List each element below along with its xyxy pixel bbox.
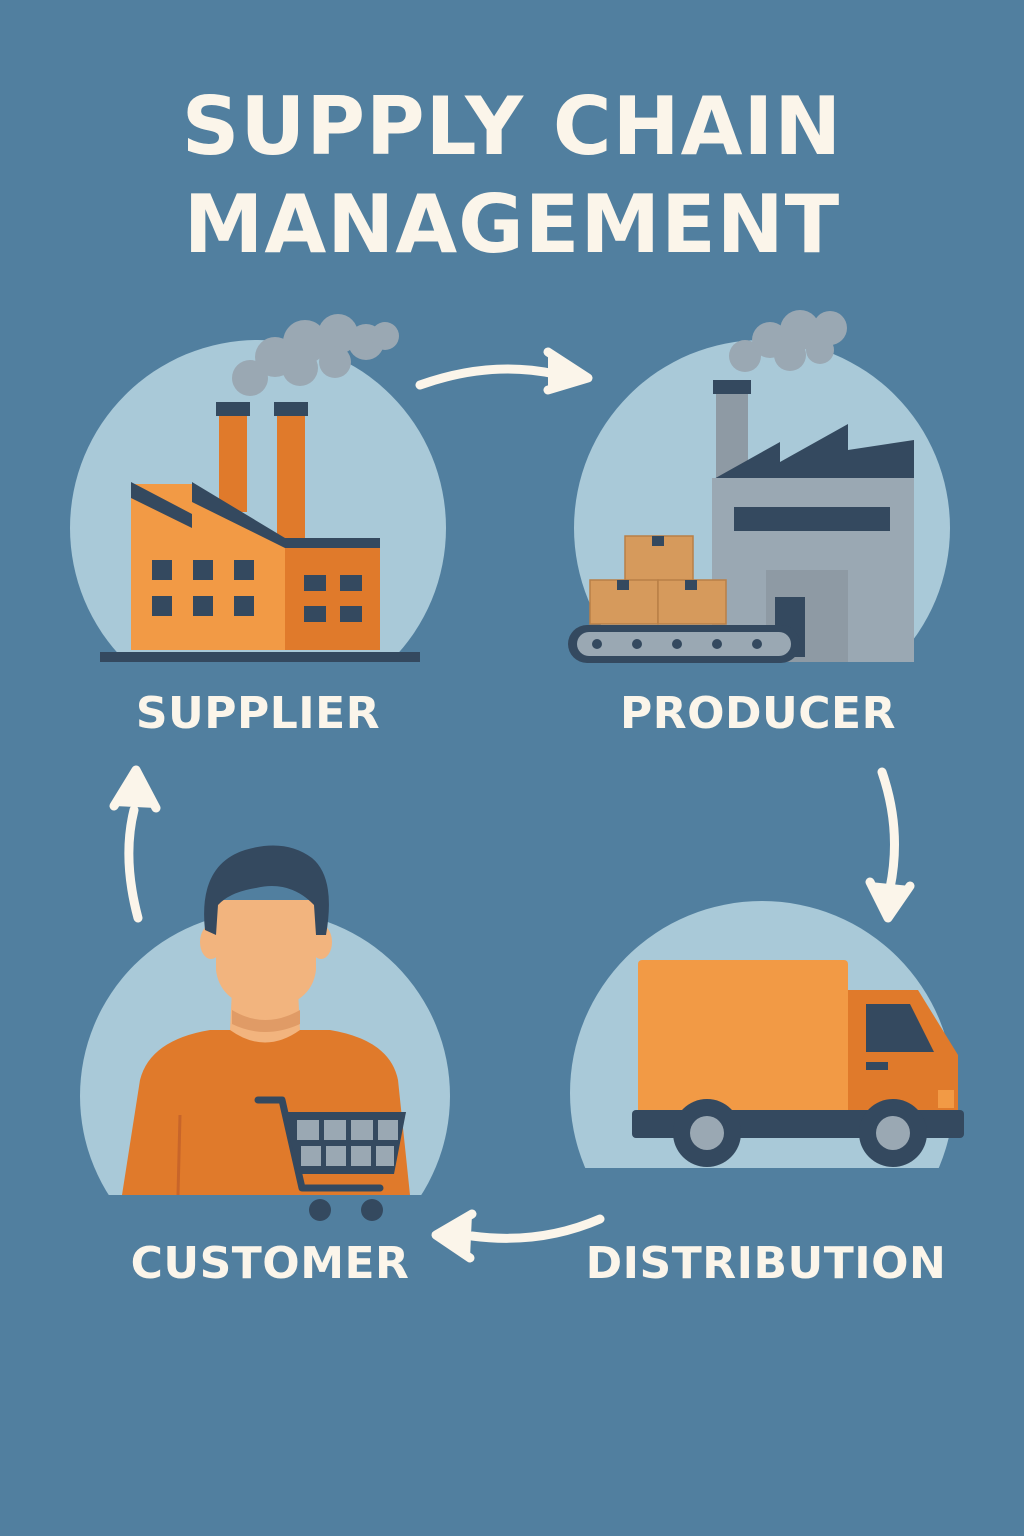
page-title: SUPPLY CHAIN MANAGEMENT: [0, 78, 1024, 274]
stage-label-supplier: SUPPLIER: [135, 688, 381, 739]
producer-factory-icon: [568, 310, 950, 663]
supplier-factory-icon: [70, 314, 446, 662]
stage-label-producer: PRODUCER: [619, 688, 896, 739]
stage-label-distribution: DISTRIBUTION: [585, 1238, 947, 1289]
arrow-distribution-to-customer: [431, 1209, 605, 1263]
title-line-2: MANAGEMENT: [183, 178, 841, 271]
arrow-producer-to-distribution: [865, 767, 915, 923]
title-line-1: SUPPLY CHAIN: [181, 80, 843, 173]
arrow-customer-to-supplier: [109, 765, 161, 923]
stage-label-customer: CUSTOMER: [130, 1238, 410, 1289]
shopping-cart-icon: [254, 1096, 406, 1221]
shopping-customer-icon: [80, 845, 450, 1221]
arrow-supplier-to-producer: [415, 347, 593, 395]
delivery-truck-icon: [570, 901, 964, 1168]
